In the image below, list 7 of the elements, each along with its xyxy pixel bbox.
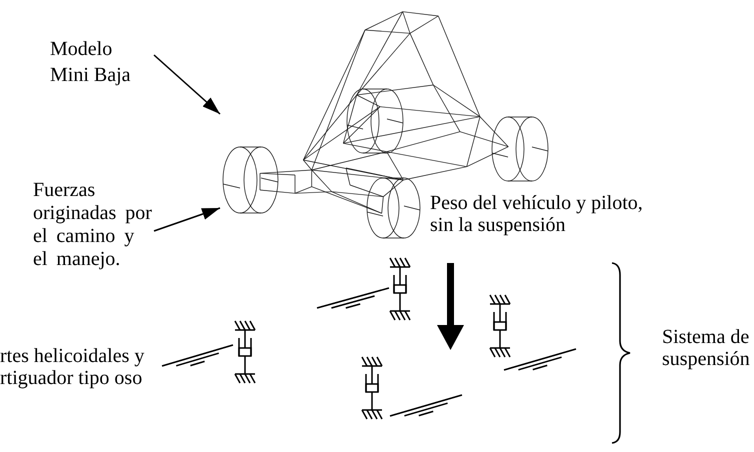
annotation-text: Fuerzas originadas por el camino y el manejo. [33, 179, 154, 271]
arrow [154, 54, 220, 115]
annotation-text: Modelo Mini Baja [50, 36, 154, 88]
annotation-text: Sistema de suspensión [662, 326, 751, 370]
annotation-text: Peso del vehículo y piloto, sin la suspensión [430, 192, 644, 236]
arrow [154, 207, 220, 232]
annotation-text: rtes helicoidales y rtiguador tipo oso [0, 345, 146, 389]
